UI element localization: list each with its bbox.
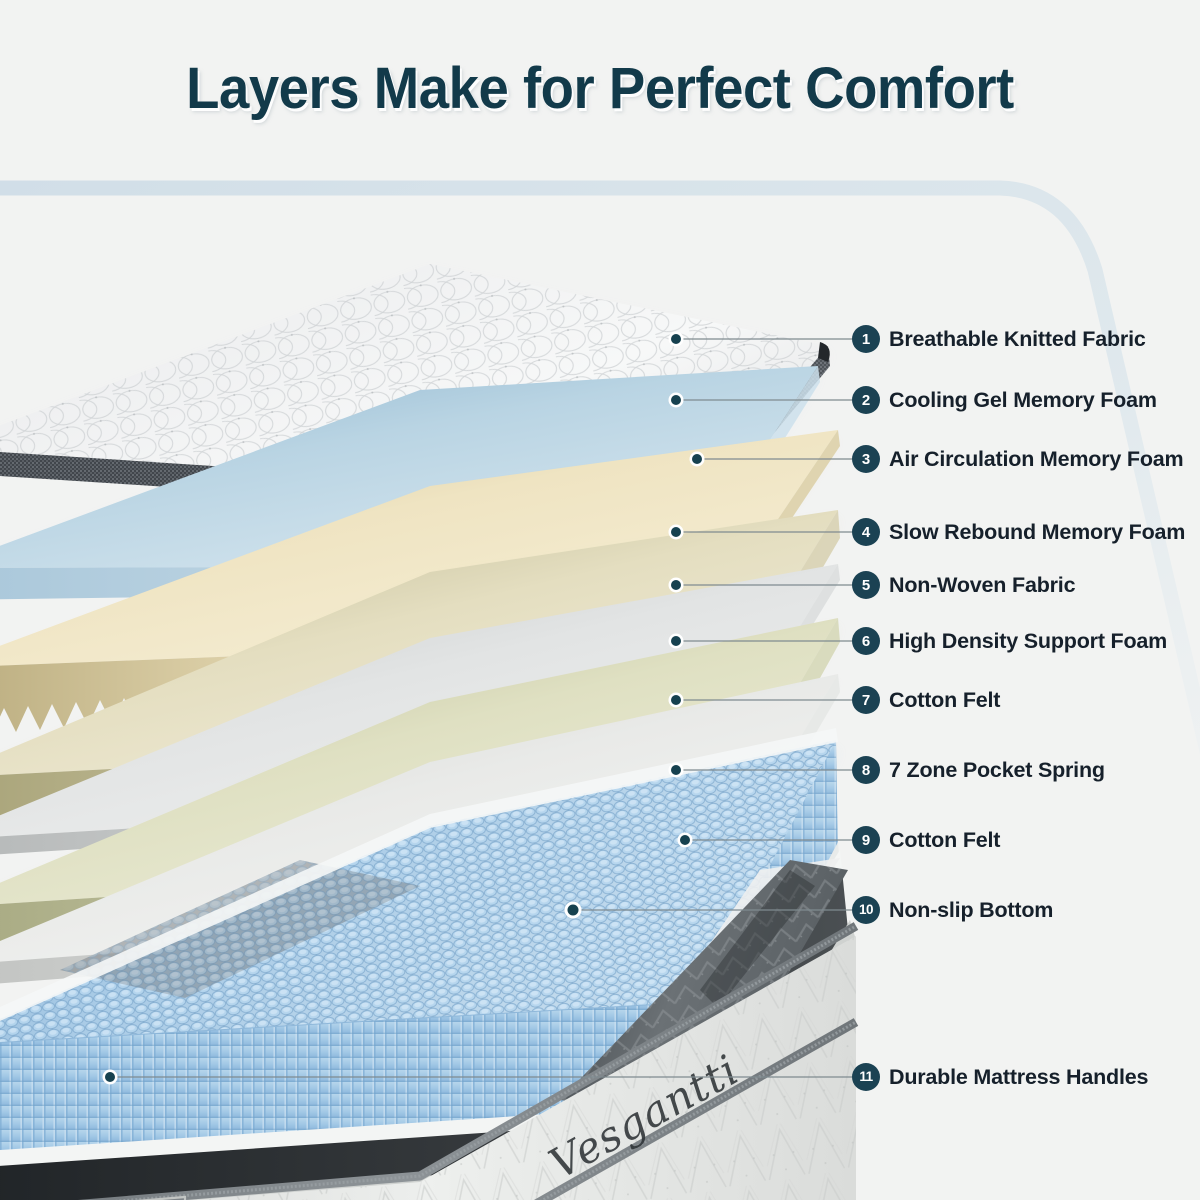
page-title: Layers Make for Perfect Comfort (186, 56, 1014, 121)
callout-badge-7: 7 (852, 686, 880, 714)
background-arc-decoration (0, 180, 1200, 755)
callout-2[interactable]: 2 Cooling Gel Memory Foam (852, 386, 1157, 414)
callout-badge-5: 5 (852, 571, 880, 599)
callout-badge-8: 8 (852, 756, 880, 784)
callout-badge-9: 9 (852, 826, 880, 854)
callout-10[interactable]: 10 Non-slip Bottom (852, 896, 1053, 924)
callout-label-1: Breathable Knitted Fabric (889, 326, 1146, 351)
callout-label-3: Air Circulation Memory Foam (889, 446, 1184, 471)
callout-badge-6: 6 (852, 627, 880, 655)
callout-5[interactable]: 5 Non-Woven Fabric (852, 571, 1076, 599)
callout-badge-2: 2 (852, 386, 880, 414)
mattress-body: Vesgantti (77, 920, 859, 1200)
callout-8[interactable]: 8 7 Zone Pocket Spring (852, 756, 1105, 784)
callout-3[interactable]: 3 Air Circulation Memory Foam (852, 445, 1184, 473)
callout-label-10: Non-slip Bottom (889, 897, 1054, 922)
callout-label-6: High Density Support Foam (889, 628, 1168, 653)
callout-7[interactable]: 7 Cotton Felt (852, 686, 1000, 714)
callout-badge-10: 10 (852, 896, 880, 924)
callout-label-2: Cooling Gel Memory Foam (889, 387, 1157, 412)
callout-label-9: Cotton Felt (889, 827, 1001, 852)
callout-badge-3: 3 (852, 445, 880, 473)
callout-label-4: Slow Rebound Memory Foam (889, 519, 1186, 544)
callout-6[interactable]: 6 High Density Support Foam (852, 627, 1167, 655)
callout-label-5: Non-Woven Fabric (889, 572, 1076, 597)
callout-label-7: Cotton Felt (889, 687, 1001, 712)
callout-label-11: Durable Mattress Handles (889, 1064, 1149, 1089)
callout-badge-1: 1 (852, 325, 880, 353)
callout-1[interactable]: 1 Breathable Knitted Fabric (852, 325, 1146, 353)
callout-badge-4: 4 (852, 518, 880, 546)
callout-9[interactable]: 9 Cotton Felt (852, 826, 1000, 854)
mattress-exploded-illustration: Vesgantti (0, 264, 859, 1200)
callout-badge-11: 11 (852, 1063, 880, 1091)
callout-label-8: 7 Zone Pocket Spring (889, 757, 1105, 782)
callout-4[interactable]: 4 Slow Rebound Memory Foam (852, 518, 1185, 546)
callout-11[interactable]: 11 Durable Mattress Handles (852, 1063, 1148, 1091)
